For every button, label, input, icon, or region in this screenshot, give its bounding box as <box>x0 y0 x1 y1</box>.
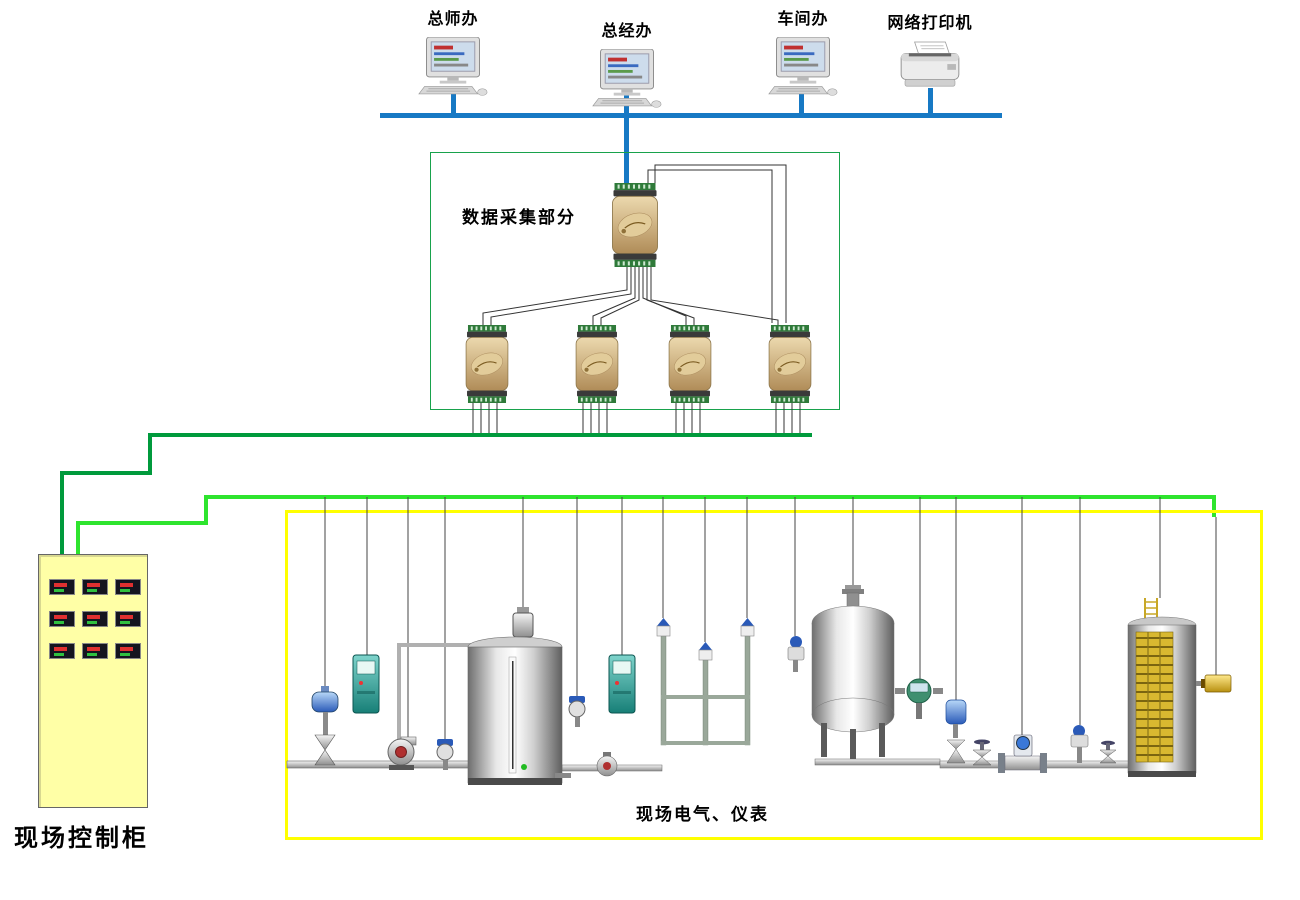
field-bus-vertical-1 <box>76 521 80 554</box>
pump-icon <box>387 736 417 770</box>
panel-meter-icon <box>82 611 108 627</box>
field-panel-2-icon <box>608 654 636 714</box>
plant-bus-horizontal-2 <box>60 471 152 475</box>
field-control-cabinet <box>38 554 148 808</box>
ws3-drop-line <box>799 92 804 116</box>
workstation-workshop: 车间办 <box>758 5 848 96</box>
pressure-vessel-icon <box>811 585 895 759</box>
transmitter-c-icon <box>787 636 805 672</box>
junction-device-icon <box>1201 674 1232 693</box>
daq-section-box <box>430 152 840 410</box>
plant-bus-vertical-2 <box>60 471 64 554</box>
printer-drop-line <box>928 88 933 116</box>
instrument-manifold-icon <box>656 618 755 746</box>
ws2-daq-drop-line <box>624 94 629 186</box>
module-wires <box>472 164 801 435</box>
daq-sub-module-2-icon <box>574 325 620 403</box>
panel-meter-icon <box>49 611 75 627</box>
daq-wiring <box>472 164 801 435</box>
ws1-drop-line <box>451 92 456 116</box>
daq-main-module-icon <box>608 183 662 267</box>
ethernet-bus-line <box>380 113 1002 118</box>
plant-bus-vertical-1 <box>148 433 152 475</box>
panel-meter-icon <box>49 579 75 595</box>
plant-bus-horizontal <box>148 433 812 437</box>
instrument-drop-lines <box>324 497 1217 739</box>
inline-pump-icon <box>596 752 618 777</box>
device-label: 总经办 <box>601 23 653 40</box>
field-bus-horizontal-1 <box>76 521 208 525</box>
workstation-icon <box>767 37 839 96</box>
workstation-icon <box>591 49 663 108</box>
transmitter-d-icon <box>895 678 943 719</box>
panel-meter-icon <box>115 643 141 659</box>
panel-meter-icon <box>82 579 108 595</box>
printer-icon <box>893 41 967 91</box>
field-bus-vertical-3 <box>1212 495 1216 517</box>
cabinet-instrument-grid <box>49 579 141 659</box>
workstation-general-manager: 总经办 <box>582 17 672 108</box>
daq-sub-module-4-icon <box>767 325 813 403</box>
cabinet-label: 现场控制柜 <box>14 825 149 852</box>
field-bus-horizontal-2 <box>204 495 1216 499</box>
device-label: 总师办 <box>427 11 479 28</box>
daq-section-label: 数据采集部分 <box>462 208 576 227</box>
control-valve-icon <box>311 686 339 766</box>
tray-column-icon <box>1127 598 1208 777</box>
panel-meter-icon <box>49 643 75 659</box>
gate-valve-icon <box>972 739 992 766</box>
workstation-icon <box>417 37 489 96</box>
transmitter-f-icon <box>1070 725 1089 763</box>
flow-meter-icon <box>998 734 1047 773</box>
field-box-label: 现场电气、仪表 <box>636 805 769 824</box>
panel-meter-icon <box>82 643 108 659</box>
network-printer: 网络打印机 <box>875 9 985 91</box>
device-label: 网络打印机 <box>887 15 973 32</box>
field-bus-vertical-2 <box>204 495 208 525</box>
small-valve-icon <box>1099 740 1117 764</box>
field-panel-1-icon <box>352 654 380 714</box>
transmitter-b-icon <box>568 696 586 727</box>
field-equipment-area <box>286 497 1232 785</box>
workstation-chief-engineer: 总师办 <box>408 5 498 96</box>
daq-sub-module-3-icon <box>667 325 713 403</box>
transmitter-a-icon <box>436 739 454 770</box>
blue-actuated-valve-icon <box>945 699 967 764</box>
mixing-tank-icon <box>467 607 571 785</box>
daq-sub-module-1-icon <box>464 325 510 403</box>
panel-meter-icon <box>115 611 141 627</box>
device-label: 车间办 <box>777 11 829 28</box>
field-instruments-box <box>285 510 1263 840</box>
panel-meter-icon <box>115 579 141 595</box>
